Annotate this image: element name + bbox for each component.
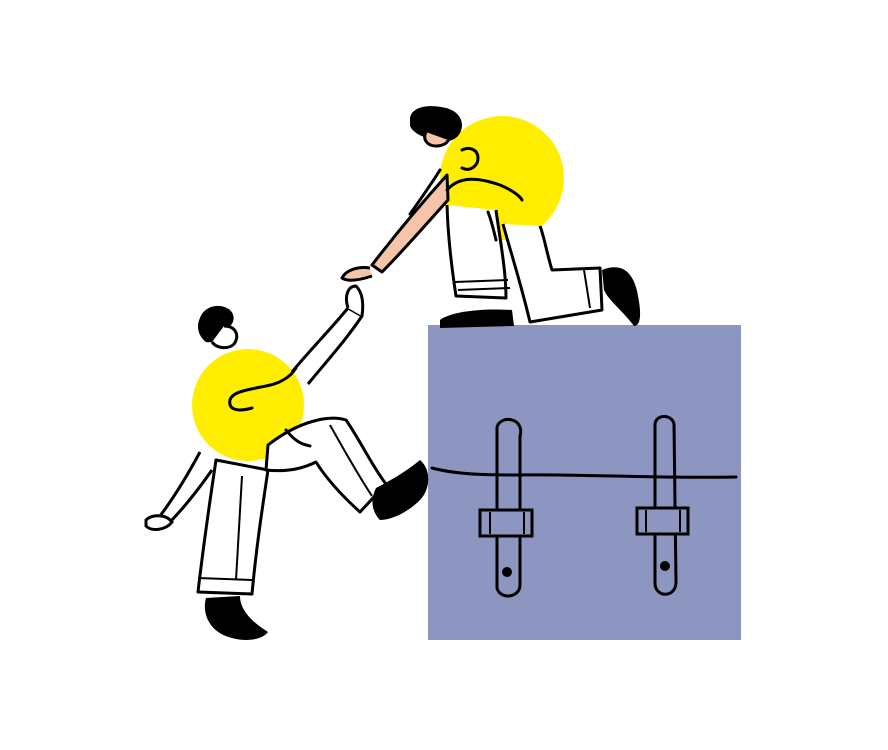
- bottom-person-arm: [290, 306, 364, 385]
- top-person-arm: [370, 173, 450, 274]
- person-icon-top: [340, 106, 641, 328]
- person-icon-bottom: [144, 284, 429, 640]
- briefcase-box-icon: [428, 325, 741, 640]
- left-strap: [478, 418, 534, 598]
- top-person-shoe-back: [602, 267, 641, 326]
- bottom-person-shoe-front: [372, 460, 429, 520]
- box-lid-line: [430, 466, 738, 479]
- bottom-person-hair: [198, 305, 234, 343]
- bottom-person-shoe-back: [204, 596, 268, 640]
- right-strap: [635, 415, 690, 596]
- top-person-shoe-front: [440, 309, 514, 328]
- top-person-hair: [410, 106, 462, 142]
- box-body: [428, 325, 741, 640]
- bottom-person-torso: [192, 349, 304, 461]
